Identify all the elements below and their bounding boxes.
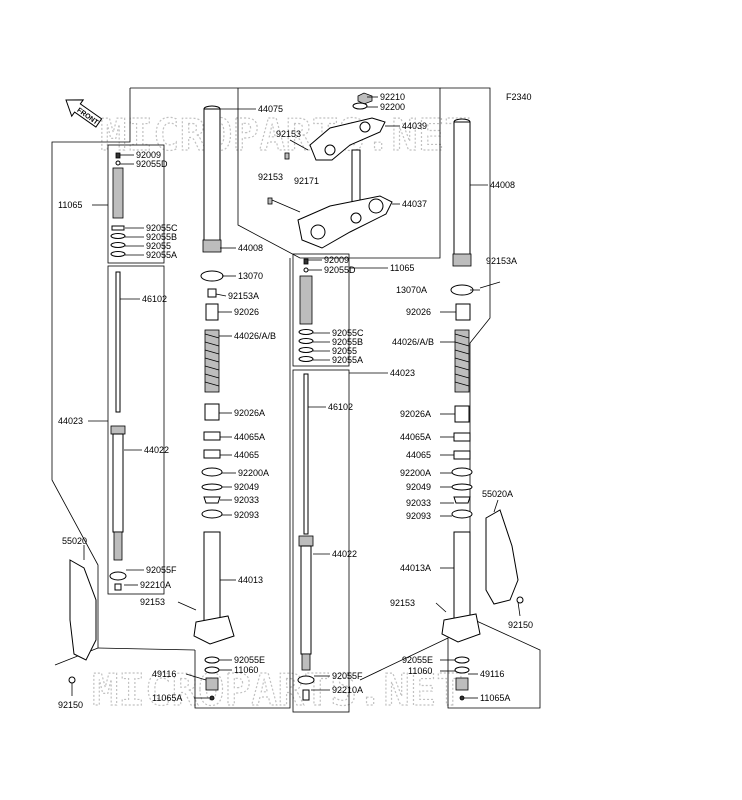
label-49116-center: 49116	[152, 669, 176, 679]
left-fork-guard	[69, 559, 97, 661]
label-92200A-center: 92200A	[238, 468, 269, 478]
label-92055-left: 92055	[146, 241, 171, 251]
label-11060-center: 11060	[234, 665, 258, 675]
label-92210: 92210	[380, 92, 405, 102]
left-cartridge	[109, 152, 127, 591]
label-92055C-middle: 92055C	[332, 328, 364, 338]
middle-cartridge	[297, 258, 315, 701]
label-92009-left: 92009	[136, 150, 161, 160]
label-92153A-center: 92153A	[228, 291, 259, 301]
label-92033-right: 92033	[406, 498, 431, 508]
label-44008-right: 44008	[490, 180, 515, 190]
label-92055C-left: 92055C	[146, 223, 178, 233]
label-11065A-right: 11065A	[480, 693, 510, 703]
label-92055D-middle: 92055D	[324, 265, 356, 275]
label-92153-mid: 92153	[258, 172, 283, 182]
label-92055A-left: 92055A	[146, 250, 177, 260]
label-92171: 92171	[294, 176, 319, 186]
label-44013: 44013	[238, 575, 263, 585]
top-clamp-assembly	[267, 92, 393, 249]
label-92055D-left: 92055D	[136, 159, 168, 169]
label-92150-left: 92150	[58, 700, 83, 710]
label-92055-middle: 92055	[332, 346, 357, 356]
label-13070: 13070	[238, 271, 263, 281]
front-arrow-icon: FRONT	[65, 99, 103, 128]
label-11065-middle: 11065	[390, 263, 414, 273]
label-92200A-right: 92200A	[400, 468, 431, 478]
label-11065A-center: 11065A	[152, 693, 182, 703]
label-44039: 44039	[402, 121, 427, 131]
label-92033-center: 92033	[234, 495, 259, 505]
label-92150-right: 92150	[508, 620, 533, 630]
label-44065A-center: 44065A	[234, 432, 265, 442]
label-44008-center: 44008	[238, 243, 263, 253]
label-92026-center: 92026	[234, 307, 259, 317]
label-55020: 55020	[62, 536, 87, 546]
label-92055F-middle: 92055F	[332, 671, 363, 681]
label-46102-left: 46102	[142, 294, 167, 304]
box-left-rod-kit	[107, 265, 165, 595]
label-92026A-right: 92026A	[400, 409, 431, 419]
label-92055B-left: 92055B	[146, 232, 177, 242]
label-92210A-middle: 92210A	[332, 685, 363, 695]
label-92026A-center: 92026A	[234, 408, 265, 418]
label-44026AB-center: 44026/A/B	[234, 331, 276, 341]
right-fork-guard	[485, 509, 519, 605]
label-92055E-center: 92055E	[234, 655, 265, 665]
label-92093-center: 92093	[234, 510, 259, 520]
label-55020A: 55020A	[482, 489, 513, 499]
label-92093-right: 92093	[406, 511, 431, 521]
center-spring	[204, 329, 220, 393]
part-labels: 44075 92210 92200 44039 92153 92171 9215…	[58, 92, 533, 710]
label-44023-left: 44023	[58, 416, 83, 426]
diagram-code: F2340	[506, 92, 532, 102]
label-92026-right: 92026	[406, 307, 431, 317]
label-92200: 92200	[380, 102, 405, 112]
right-spring	[454, 329, 470, 393]
label-46102-middle: 46102	[328, 402, 353, 412]
label-44037: 44037	[402, 199, 427, 209]
label-92055A-middle: 92055A	[332, 355, 363, 365]
label-44022-middle: 44022	[332, 549, 357, 559]
label-92153-top: 92153	[276, 129, 301, 139]
label-49116-right: 49116	[480, 669, 504, 679]
box-middle-top-kit	[292, 253, 350, 367]
outline-right-group	[359, 87, 541, 709]
leader-lines	[71, 96, 521, 699]
label-44022-left: 44022	[144, 445, 169, 455]
label-92055F-left: 92055F	[146, 565, 177, 575]
outline-center-bottom	[194, 258, 291, 709]
box-middle-rod-kit	[292, 369, 350, 713]
label-92153-left: 92153	[140, 597, 165, 607]
label-92009-middle: 92009	[324, 255, 349, 265]
label-92153-right: 92153	[390, 598, 415, 608]
label-92055B-middle: 92055B	[332, 337, 363, 347]
center-outer-tube	[193, 105, 235, 701]
label-92210A-left: 92210A	[140, 580, 171, 590]
label-44065A-right: 44065A	[400, 432, 431, 442]
label-44065-center: 44065	[234, 450, 259, 460]
label-44013A: 44013A	[400, 563, 431, 573]
label-11065-left: 11065	[58, 200, 82, 210]
label-44065-right: 44065	[406, 450, 431, 460]
label-13070A: 13070A	[396, 285, 427, 295]
label-92055E-right: 92055E	[402, 655, 433, 665]
right-outer-tube	[435, 118, 501, 701]
box-left-top-kit	[107, 144, 165, 264]
outline-bottom-link	[97, 647, 196, 651]
label-44075: 44075	[258, 104, 283, 114]
label-92049-center: 92049	[234, 482, 259, 492]
label-92153A-right: 92153A	[486, 256, 517, 266]
label-44026AB-right: 44026/A/B	[392, 337, 434, 347]
label-44023-middle: 44023	[390, 368, 415, 378]
label-11060-right: 11060	[408, 666, 432, 676]
label-92049-right: 92049	[406, 482, 431, 492]
